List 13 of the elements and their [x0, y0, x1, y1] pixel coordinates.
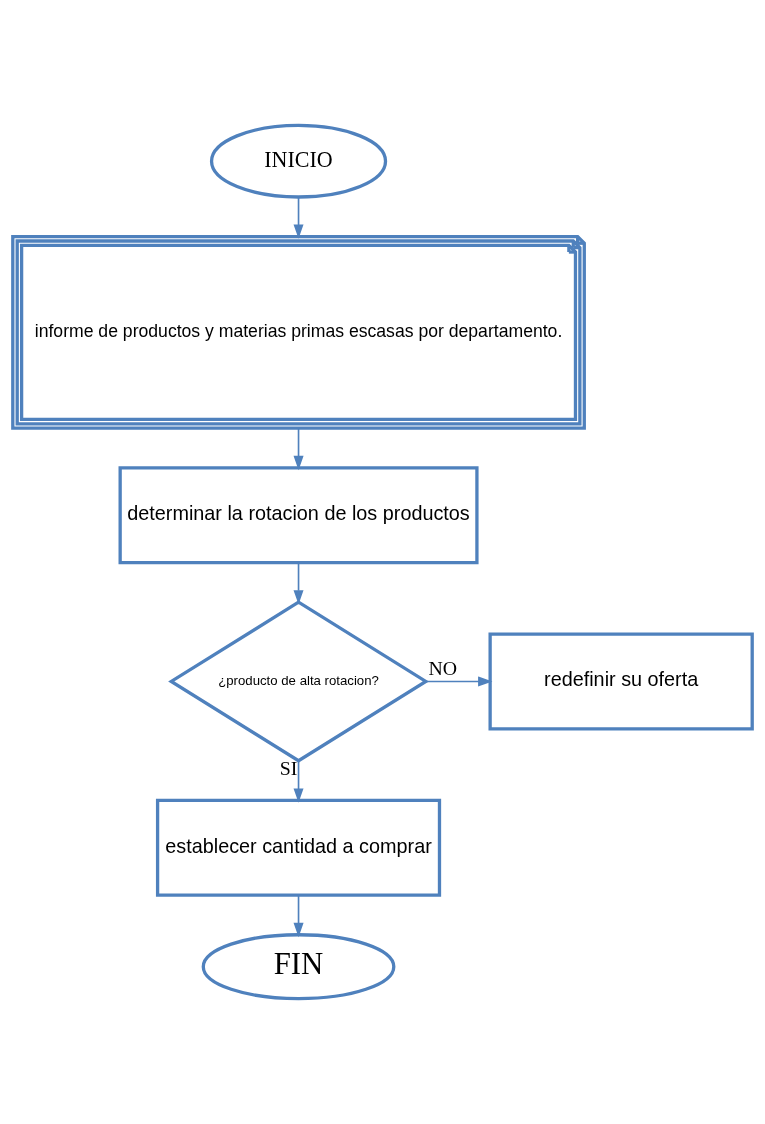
node-diamond: ¿producto de alta rotacion?: [168, 600, 429, 763]
node-box: establecer cantidad a comprar: [155, 798, 442, 897]
node-ellipse: INICIO: [209, 123, 388, 199]
arrow: [293, 562, 304, 605]
arrow: [293, 759, 304, 803]
arrow: [293, 196, 304, 239]
node-box: redefinir su oferta: [488, 632, 754, 731]
arrow: [293, 427, 304, 471]
arrow: [293, 894, 304, 938]
edge-label: NO: [428, 657, 458, 680]
arrow: [425, 676, 493, 687]
node-ellipse: FIN: [201, 933, 396, 1001]
node-box: determinar la rotacion de los productos: [118, 466, 479, 565]
